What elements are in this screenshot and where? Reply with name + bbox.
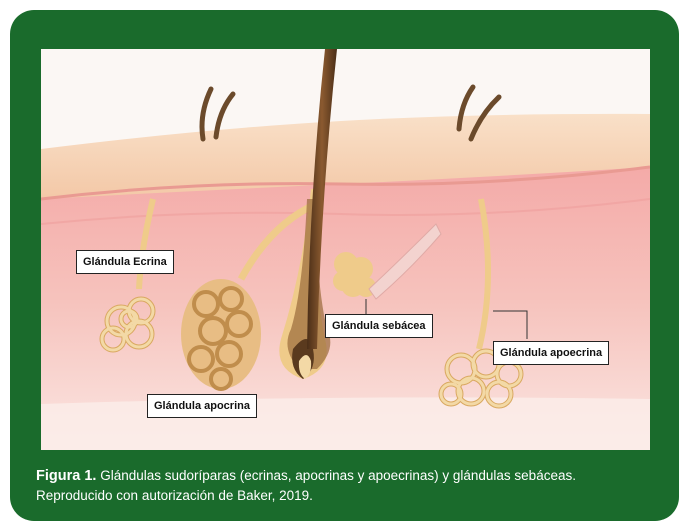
figure-caption: Figura 1. Glándulas sudoríparas (ecrinas… xyxy=(36,466,648,505)
callout-sebaceous-gland: Glándula sebácea xyxy=(325,314,433,338)
subcutis-band xyxy=(41,397,650,450)
callout-apoecrine-gland: Glándula apoecrina xyxy=(493,341,609,365)
caption-text: Glándulas sudoríparas (ecrinas, apocrina… xyxy=(36,468,576,503)
callout-apocrine-gland: Glándula apocrina xyxy=(147,394,257,418)
skin-illustration: Glándula Ecrina Glándula sebácea Glándul… xyxy=(41,49,650,450)
apocrine-gland xyxy=(181,279,261,389)
caption-label: Figura 1. xyxy=(36,468,96,484)
callout-ecrine-gland: Glándula Ecrina xyxy=(76,250,174,274)
